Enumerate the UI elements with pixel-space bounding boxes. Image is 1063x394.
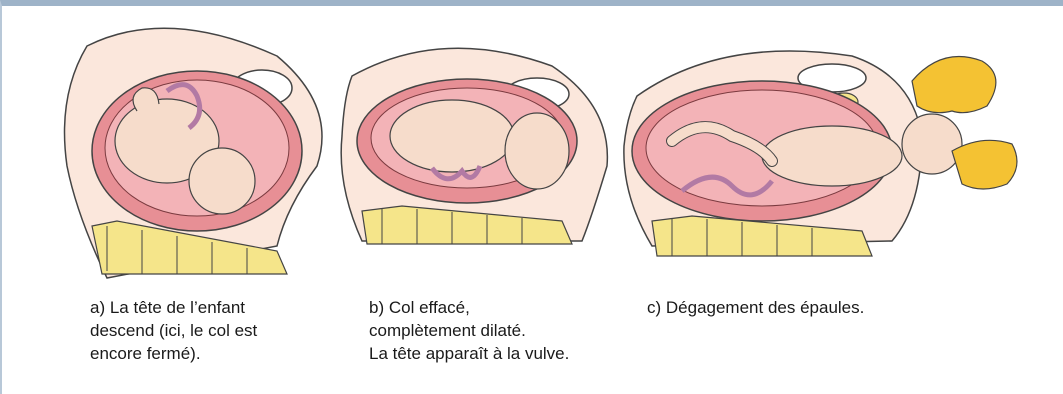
panel-b-caption: b) Col effacé, complètement dilaté. La t… — [369, 296, 569, 365]
panel-a-caption: a) La tête de l’enfant descend (ici, le … — [90, 296, 257, 365]
panel-a-illustration — [47, 16, 337, 281]
panel-b-illustration — [322, 16, 622, 281]
panel-c-caption: c) Dégagement des épaules. — [647, 296, 864, 319]
panel-c-illustration — [612, 16, 1032, 281]
